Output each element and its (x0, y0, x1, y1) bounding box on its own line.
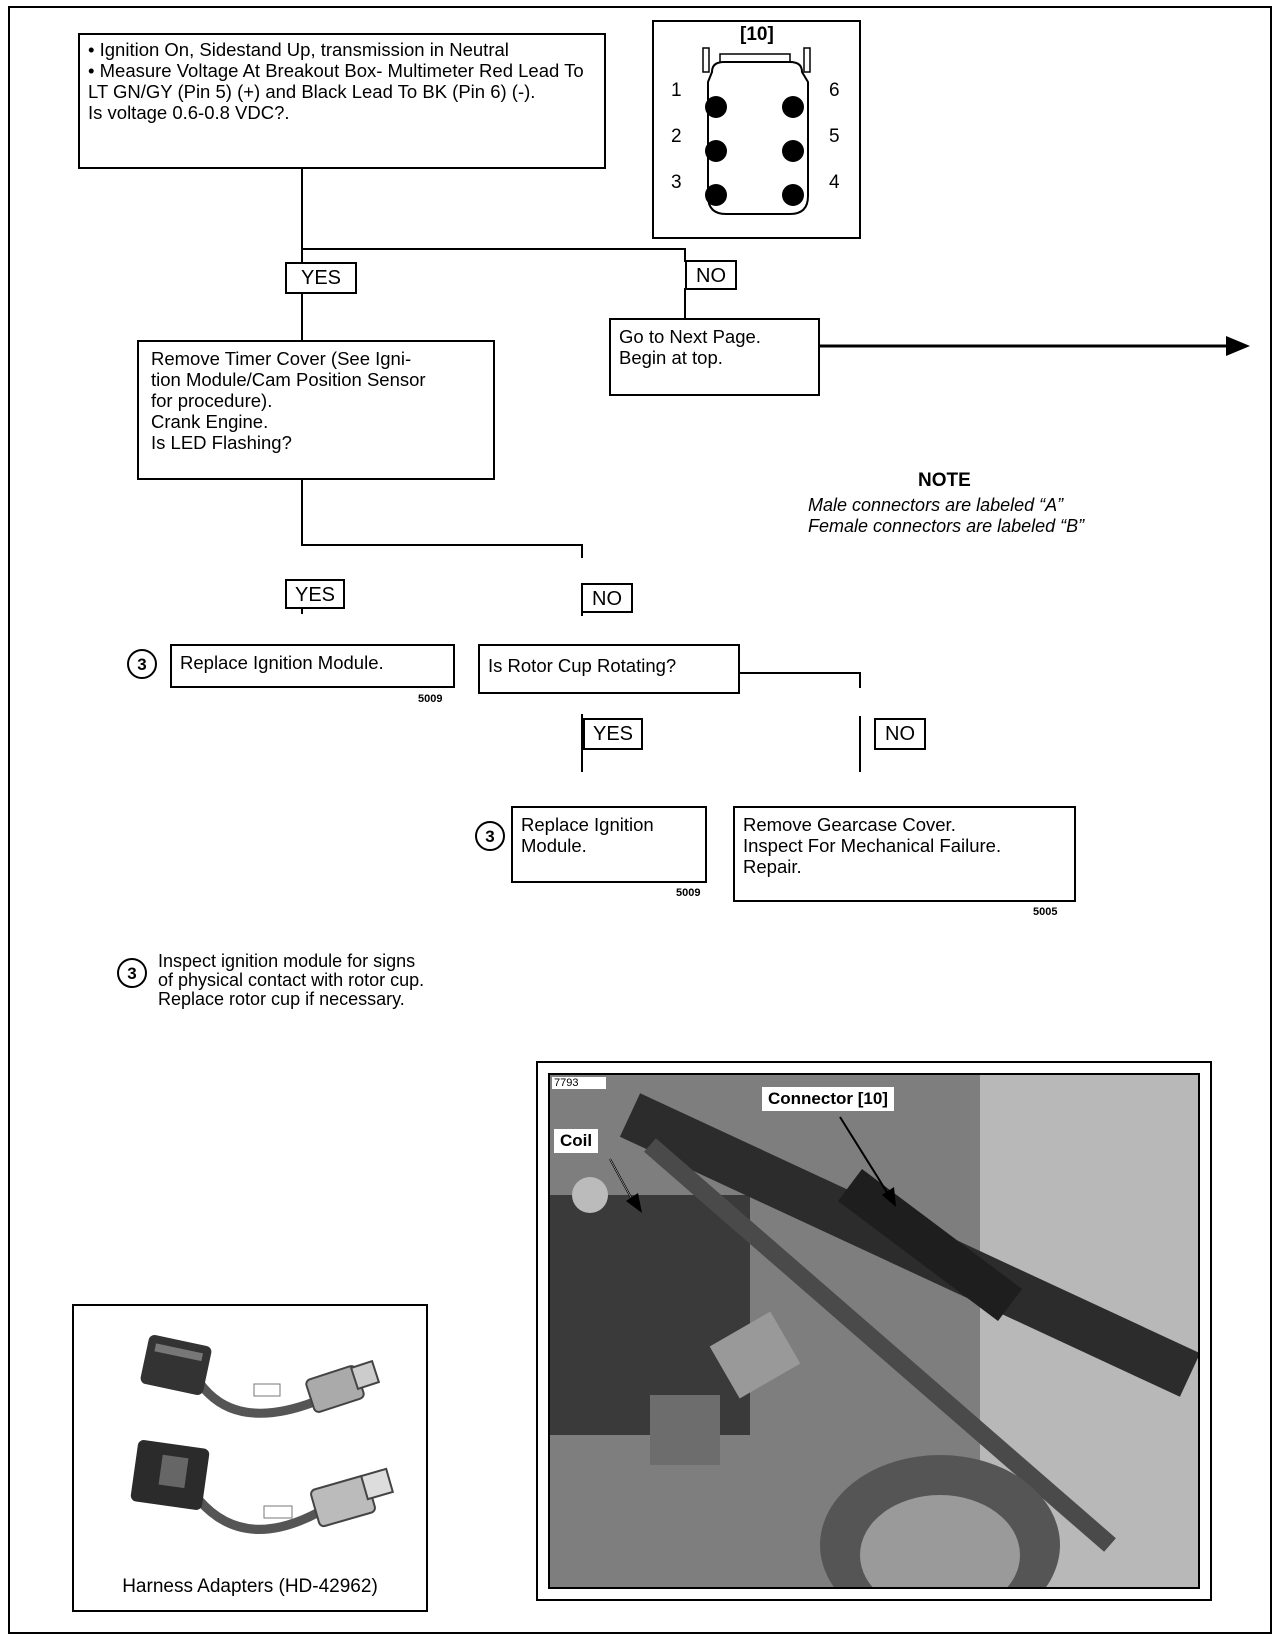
gearcase-box: Remove Gearcase Cover. Inspect For Mecha… (733, 806, 1076, 902)
start-line-1: • Ignition On, Sidestand Up, transmissio… (88, 39, 509, 60)
note-heading: NOTE (918, 470, 971, 491)
flow-line (684, 288, 686, 318)
flow-line (301, 544, 583, 546)
coil-label: Coil (554, 1129, 599, 1153)
page-frame (8, 6, 1272, 1634)
footnote-text: Inspect ignition module for signs of phy… (158, 951, 425, 1009)
pin-number-label: 1 (671, 80, 682, 101)
next-page-arrow (798, 336, 1250, 356)
reference-number: 5009 (418, 693, 443, 705)
flow-line (301, 478, 303, 546)
flow-line (684, 248, 686, 262)
pin-number-label: 3 (671, 172, 682, 193)
note-line-2: Female connectors are labeled “B” (808, 516, 1085, 536)
reference-number: 5009 (676, 887, 701, 899)
start-step-box: • Ignition On, Sidestand Up, transmissio… (78, 33, 606, 169)
connector-pin-1 (705, 96, 727, 118)
photo-id: 7793 (552, 1077, 607, 1089)
harness-adapters-image (130, 1335, 395, 1534)
yes-label-3: YES (583, 718, 643, 750)
connector-pin-6 (782, 96, 804, 118)
flow-line (581, 714, 583, 772)
no-label-2: NO (581, 583, 633, 613)
start-line-3: Is voltage 0.6-0.8 VDC?. (88, 102, 290, 123)
connector-title: [10] (740, 24, 774, 45)
flow-line (301, 248, 686, 250)
start-line-2: • Measure Voltage At Breakout Box- Multi… (88, 60, 584, 102)
reference-number: 5005 (1033, 906, 1058, 918)
next-page-box: Go to Next Page. Begin at top. (609, 318, 820, 396)
yes-label-2: YES (285, 579, 345, 609)
harness-caption: Harness Adapters (HD-42962) (122, 1576, 378, 1597)
flow-line (301, 292, 303, 340)
rotor-cup-box: Is Rotor Cup Rotating? (478, 644, 740, 694)
note-line-1: Male connectors are labeled “A” (808, 495, 1064, 515)
photo-panel: 7793 Coil Connector [10] (536, 1061, 1212, 1601)
flow-line (301, 248, 303, 262)
pin-number-label: 6 (829, 80, 840, 101)
pin-number-label: 4 (829, 172, 840, 193)
pin-number-label: 2 (671, 126, 682, 147)
replace-ignition-module-box-2: Replace Ignition Module. (511, 806, 707, 883)
connector-pin-3 (705, 184, 727, 206)
reference-3-marker: 3 (127, 649, 157, 679)
pin-number-label: 5 (829, 126, 840, 147)
engine-photo-image (550, 1075, 1198, 1587)
connector-pin-4 (782, 184, 804, 206)
no-label-1: NO (685, 260, 737, 290)
replace-ignition-module-box-1: Replace Ignition Module. (170, 644, 455, 688)
footnote-marker: 3 (117, 958, 147, 988)
engine-photo: 7793 Coil Connector [10] (548, 1073, 1200, 1589)
flow-line (859, 672, 861, 688)
yes-label-1: YES (285, 262, 357, 294)
reference-3-marker: 3 (475, 821, 505, 851)
no-label-3: NO (874, 718, 926, 750)
connector-10-label: Connector [10] (762, 1087, 894, 1111)
flow-line (859, 716, 861, 772)
harness-adapters-panel: Harness Adapters (HD-42962) (72, 1304, 428, 1612)
flow-line (301, 168, 303, 250)
timer-cover-box: Remove Timer Cover (See Igni- tion Modul… (137, 340, 495, 480)
connector-pin-2 (705, 140, 727, 162)
flow-line (581, 544, 583, 558)
connector-pin-5 (782, 140, 804, 162)
connector-diagram: [10] 1 2 3 6 5 4 (652, 20, 861, 239)
